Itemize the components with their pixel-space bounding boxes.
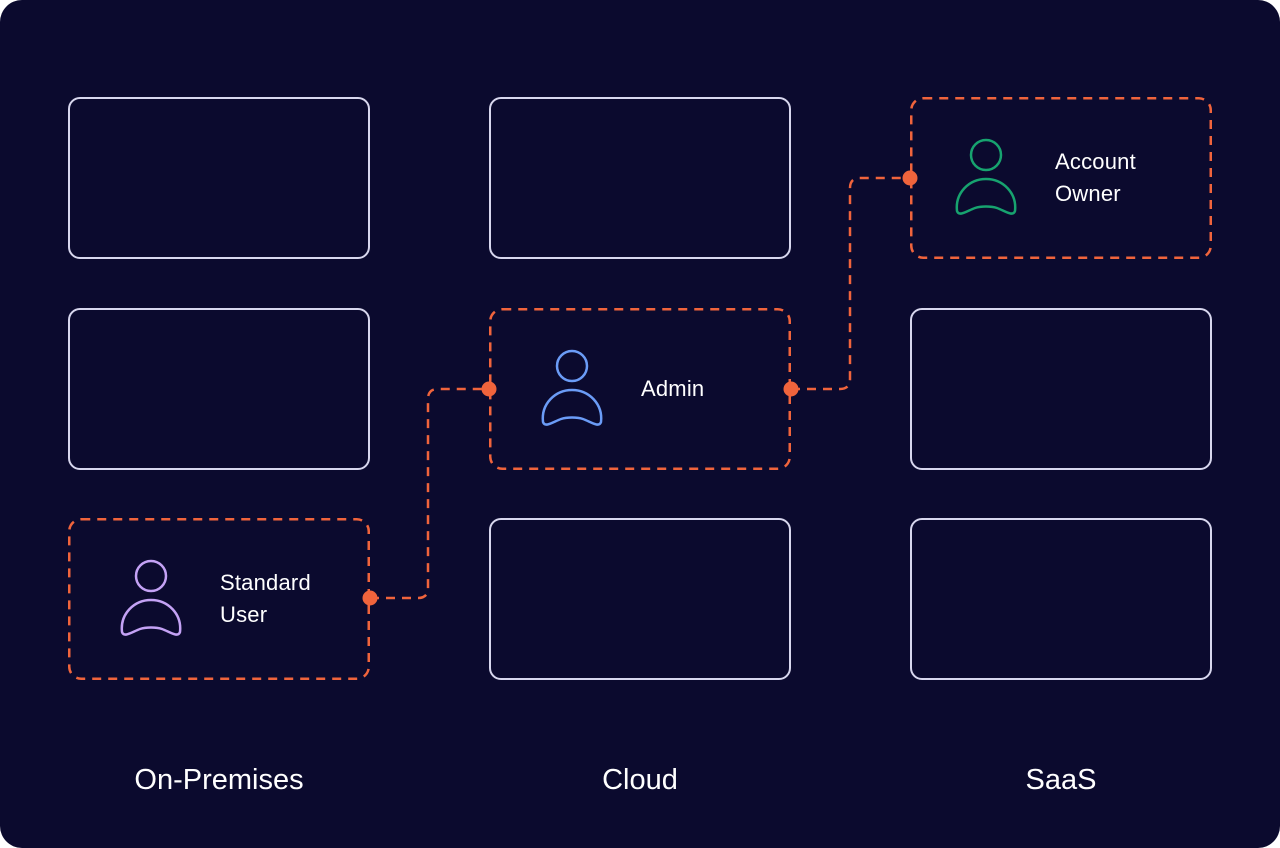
account-owner-box: Account Owner xyxy=(910,97,1212,259)
user-icon xyxy=(541,349,603,426)
cloud-box-1 xyxy=(489,97,791,259)
column-label-saas: SaaS xyxy=(1025,764,1097,796)
highlight-outline xyxy=(68,518,370,680)
connector-standard-user-to-admin xyxy=(370,387,489,600)
column-label-cloud: Cloud xyxy=(602,764,678,796)
admin-box: Admin xyxy=(489,308,791,470)
admin-label: Admin xyxy=(641,376,705,401)
saas-box-2 xyxy=(910,308,1212,470)
user-icon xyxy=(955,138,1017,215)
on-premises-box-2 xyxy=(68,308,370,470)
column-label-on-premises: On-Premises xyxy=(134,764,304,796)
user-icon xyxy=(120,559,182,636)
cloud-box-3 xyxy=(489,518,791,680)
saas-box-3 xyxy=(910,518,1212,680)
account-owner-label: Account Owner xyxy=(1055,149,1136,206)
connector-admin-to-account-owner xyxy=(791,176,910,391)
highlight-outline xyxy=(489,308,791,470)
on-premises-box-1 xyxy=(68,97,370,259)
standard-user-box: Standard User xyxy=(68,518,370,680)
standard-user-label: Standard User xyxy=(220,570,311,627)
